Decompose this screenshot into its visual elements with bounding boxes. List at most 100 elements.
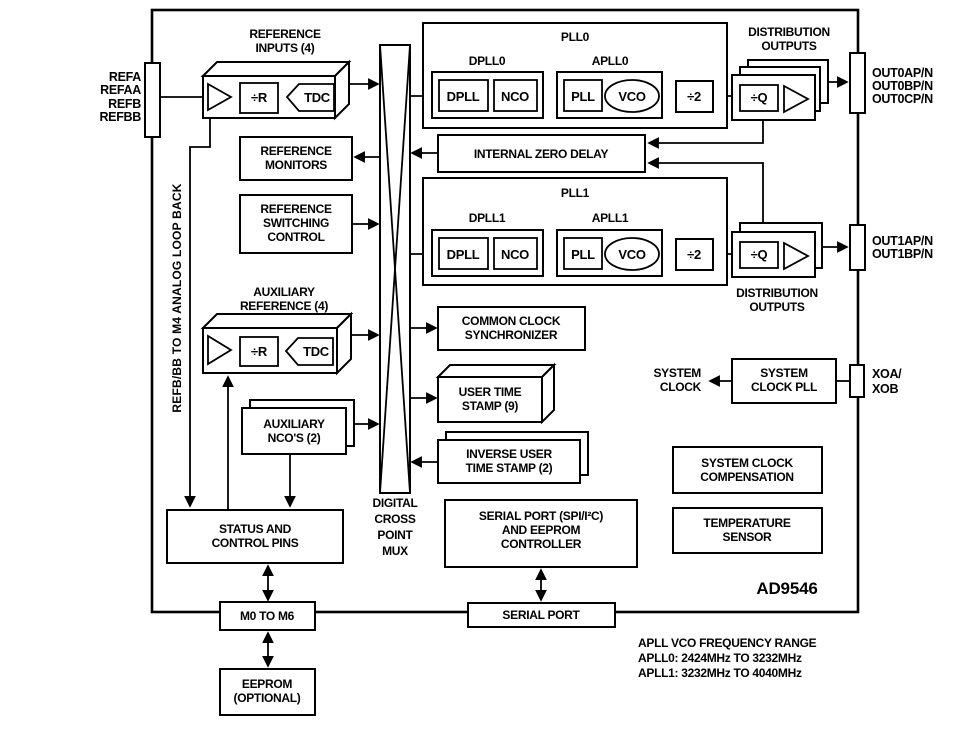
eeprom-label: (OPTIONAL) [234,691,301,705]
div2-box [675,80,714,113]
aux-reference-title: AUXILIARY [253,285,315,299]
common-clock-label: COMMON CLOCK [462,314,561,328]
reference-monitors-box [239,136,353,181]
nco-box [493,237,538,270]
pll0-title: PLL0 [561,30,590,44]
dpll0-title: DPLL0 [469,54,506,68]
pll1-title: PLL1 [561,186,590,200]
nco-label: NCO [501,89,529,104]
out0-pin-label: OUT0CP/N [872,92,933,106]
div2-label: ÷2 [687,247,701,262]
reference-monitors-block: REFERENCE MONITORS [239,136,353,181]
system-clock-comp-label: COMPENSATION [700,470,794,484]
status-control-box [166,509,344,564]
zero-delay-label: INTERNAL ZERO DELAY [474,147,609,161]
divr-box [239,82,279,114]
mux-diagonal [379,44,411,494]
mux-label: POINT [377,528,413,542]
serial-port-label: SERIAL PORT [502,608,580,622]
reference-monitors-label: MONITORS [265,158,327,172]
distribution-outputs-0: DISTRIBUTION OUTPUTS ÷Q [731,25,830,121]
common-clock-label: SYNCHRONIZER [465,328,558,342]
amplifier-icon [207,82,233,112]
arrow-dist1-zerodelay [647,157,764,223]
auxnco-stack-front [241,407,347,455]
uts-front-face [437,376,543,423]
pll1-block: PLL1 DPLL1 APLL1 DPLL NCO PLL VCO ÷2 [422,177,728,286]
temperature-sensor-box [672,507,823,554]
xo-pin-label: XOA/ [872,367,902,381]
dpll1-title: DPLL1 [469,211,506,225]
ref-pin-label: REFA [109,70,141,84]
out1-pin-label: OUT1BP/N [872,247,933,261]
serial-controller-label: SERIAL PORT (SPI/I²C) [479,509,603,523]
pll-box [563,79,603,112]
xo-pin [849,364,865,398]
reference-inputs-title: INPUTS (4) [255,41,314,55]
uts-label: USER TIME [459,385,522,399]
div2-label: ÷2 [687,89,701,104]
vco-label: VCO [618,247,645,262]
frequency-note: APLL VCO FREQUENCY RANGE APLL0: 2424MHz … [638,636,817,680]
serial-port-block: SERIAL PORT [467,602,616,628]
amplifier-icon [783,241,810,271]
aux-reference-title: REFERENCE (4) [240,299,328,313]
serial-controller-label: AND EEPROM [502,523,581,537]
mux-label: MUX [382,544,408,558]
out1-pin-label: OUT1AP/N [872,234,933,248]
vco-ellipse [604,237,660,271]
apll0-title: APLL0 [592,54,629,68]
uts-top-face [435,364,557,378]
reference-switching-block: REFERENCE SWITCHING CONTROL [239,194,353,254]
serial-controller-block: SERIAL PORT (SPI/I²C) AND EEPROM CONTROL… [444,499,638,568]
vco-ellipse [604,79,660,113]
auxnco-label: AUXILIARY [263,417,325,431]
auxnco-label: NCO'S (2) [268,431,321,445]
loopback-label: REFB/BB TO M4 ANALOG LOOP BACK [170,183,184,412]
frequency-note-line: APLL VCO FREQUENCY RANGE [638,636,817,650]
status-control-block: STATUS AND CONTROL PINS [166,509,344,564]
chip-name: AD9546 [756,579,817,598]
mux-label: DIGITAL [372,496,417,510]
out1-pin [849,224,866,271]
divq-box [739,241,779,269]
out0-pin [849,52,866,114]
tdc-pentagon [284,337,334,366]
system-clock-comp-box [672,446,823,494]
reference-switching-label: REFERENCE [260,202,332,216]
eeprom-block: EEPROM (OPTIONAL) [219,668,316,716]
iuts-stack-front [437,439,581,484]
refinputs-top-face [200,61,352,77]
dist0-title: DISTRIBUTION [748,25,830,39]
reference-switching-box [239,194,353,254]
temperature-sensor-label: TEMPERATURE [703,516,790,530]
tdc-label: TDC [304,90,331,105]
dpll-label: DPLL [447,247,480,262]
serial-port-box [467,602,616,628]
divr-box [239,336,279,367]
reference-switching-label: CONTROL [267,230,324,244]
tdc-label: TDC [303,344,330,359]
m-pins-block: M0 TO M6 [219,601,316,631]
common-clock-box [437,306,586,351]
inverse-user-time-stamp-block: INVERSE USER TIME STAMP (2) [437,431,589,484]
status-control-label: STATUS AND [219,522,292,536]
reference-monitors-label: REFERENCE [260,144,332,158]
internal-zero-delay-block: INTERNAL ZERO DELAY [437,134,646,173]
frequency-note-line: APLL1: 3232MHz TO 4040MHz [638,666,802,680]
distribution-outputs-1: ÷Q DISTRIBUTION OUTPUTS [731,222,823,314]
system-clock-comp-label: SYSTEM CLOCK [701,456,793,470]
div2-box [675,238,714,271]
reference-inputs-title: REFERENCE [249,27,321,41]
ref-pin-label: REFAA [100,83,141,97]
dist1-title: OUTPUTS [749,300,805,314]
temperature-sensor-label: SENSOR [723,530,773,544]
mux-label: CROSS [374,512,415,526]
pll-label: PLL [571,247,595,262]
eeprom-box [219,668,316,716]
auxiliary-reference-block: AUXILIARY REFERENCE (4) ÷R TDC [200,285,354,376]
crosspoint-mux: DIGITAL CROSS POINT MUX [372,44,418,558]
ref-pin-label: REFB [108,97,141,111]
